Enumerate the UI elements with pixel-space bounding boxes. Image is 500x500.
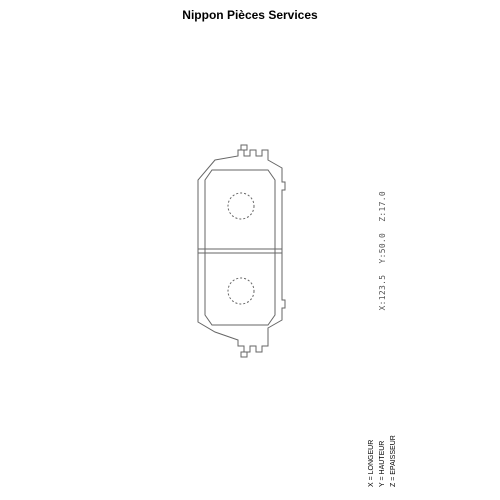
friction-pad-outline — [204, 169, 276, 326]
legend: X = LONGEUR Y = HAUTEUR Z = EPAISSEUR — [366, 397, 404, 487]
dimensions-label: X:123.5 Y:50.0 Z:17.0 — [378, 191, 388, 311]
legend-z: Z = EPAISSEUR — [390, 435, 397, 487]
legend-y: Y = HAUTEUR — [379, 440, 386, 487]
backing-plate-outline — [197, 149, 286, 353]
piston-circle-top — [227, 192, 255, 220]
dimension-z: Z:17.0 — [378, 191, 387, 222]
dimension-y: Y:50.0 — [378, 232, 387, 264]
brand-title: Nippon Pièces Services — [182, 8, 318, 22]
dimension-x: X:123.5 — [378, 274, 387, 311]
legend-x: X = LONGEUR — [368, 439, 375, 487]
piston-circle-bottom — [227, 277, 255, 305]
